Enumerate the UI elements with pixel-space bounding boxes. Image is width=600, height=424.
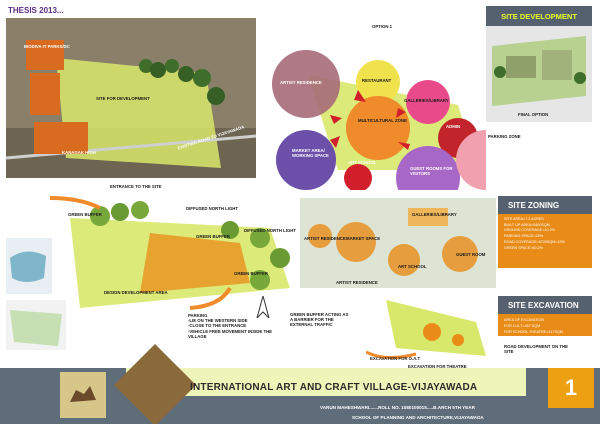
bubble-guest-rooms: GUEST ROOMS FOR VISITORS [410,166,453,176]
site-label-kanagak: KANAGAK HIGH [62,150,96,155]
student-info: VARUN MAHESHWARI.......ROLL NO. 10801000… [320,405,475,410]
green-buffer-3: GREEN BUFFER [234,271,268,276]
diffused-light-1: DIFFUSED NORTH LIGHT [186,206,239,211]
final-option-panel [486,26,592,122]
excavation-stat: FOR O.A.T=457 SQM [504,324,541,328]
design-development-svg [49,196,290,310]
bubble-art-school: ART SCHOOL [348,160,377,165]
cave-art-logo-icon [60,372,106,418]
zoning-plan-svg [300,198,496,288]
design-development-diagram [40,188,310,312]
zoning-stat: PARKING SPACE=25% [504,234,544,239]
site-aerial-svg [5,18,257,178]
bubble-market: MARKET AREA/ WORKING SPACE [292,148,329,158]
page-number: 1 [548,368,594,408]
site-label-development: SITE FOR DEVELOPMENT [96,96,150,101]
parking-note: PARKING -LIE ON THE WESTERN SIDE -CLOSE … [188,313,273,339]
site-aerial-photo [5,18,257,178]
zoning-stat: GREEN SPACE=60.2% [504,245,543,250]
bubble-artist-residence: ARTIST RESIDENCE [280,80,322,85]
zoning-stat: GROUND COVERAGE=10.2% [504,228,555,233]
site-zoning-stats: SITE AREA=7.2 ACRES BUILT UP AREA=5400SQ… [498,214,592,268]
excavation-diagram [365,292,494,362]
bubble-parking: PARKING ZONE [488,134,521,139]
diffused-light-2: DIFFUSED NORTH LIGHT [244,228,297,233]
green-buffer-2: GREEN BUFFER [196,234,230,239]
site-zoning-header: SITE ZONING [498,196,592,214]
final-option-plan [492,36,586,106]
bubble-admin: ADMIN [446,124,461,129]
green-buffer-1: GREEN BUFFER [68,212,102,217]
zoning-guest-room: GUEST ROOM [456,252,486,257]
road-development-label: ROAD DEVELOPMENT ON THE SITE [504,344,568,354]
entrance-label: ENTRANCE TO THE SITE [110,184,162,189]
excavation-theatre-label: EXCAVATION FOR THEATRE [408,364,467,369]
site-development-header: SITE DEVELOPMENT [486,6,592,26]
zoning-artist-residence-2: ARTIST RESIDENCE [336,280,378,285]
site-label-biodiva: BIODIVA IT PARKS/DC [24,44,70,49]
bubble-restaurant: RESTAURANT [362,78,392,83]
zoning-art-school: ART SCHOOL [398,264,427,269]
zoning-stat: ROAD COVERAGE=6720SQM=15% [504,239,565,244]
final-option-label: FINAL OPTION [518,112,549,117]
zoning-stat: SITE AREA=7.2 ACRES [504,217,544,221]
excavation-stat: AREA OF EXCAVATION [504,318,544,322]
sketch-1 [6,238,52,294]
zoning-galleries: GALLERIES/LIBRARY [412,212,457,217]
excavation-oat-label: EXCAVATION FOR O.A.T [370,356,421,361]
excavation-stat: FOR SCHOOL THEATRE=317SQM [504,330,563,334]
thesis-label: THESIS 2013... [8,6,64,15]
school-info: SCHOOL OF PLANNING AND ARCHITECTURE,VIJA… [352,415,484,420]
site-excavation-stats: AREA OF EXCAVATION FOR O.A.T=457 SQM FOR… [498,314,592,336]
zoning-market: MARKET SPACE [346,236,381,241]
zoning-plan [300,198,496,288]
option-label: OPTION 1 [372,24,393,29]
sketch-2 [6,300,66,350]
bubble-galleries: GALLERIES/LIBRARY [404,98,449,103]
buffer-note: GREEN BUFFER ACTING AS A BARRIER FOR THE… [290,312,349,328]
site-excavation-header: SITE EXCAVATION [498,296,592,314]
bubble-multicultural: MULTICULTURAL ZONE [358,118,407,123]
north-arrow-icon [256,294,270,320]
dev-area-label: DESIGN DEVELOPMENT AREA [104,290,168,295]
excavation-svg [365,300,486,359]
zoning-artist-residence: ARTIST RESIDENCE [304,236,346,241]
project-title: INTERNATIONAL ART AND CRAFT VILLAGE-VIJA… [190,382,478,393]
zoning-stat: BUILT UP AREA=5400SQM [504,222,550,227]
